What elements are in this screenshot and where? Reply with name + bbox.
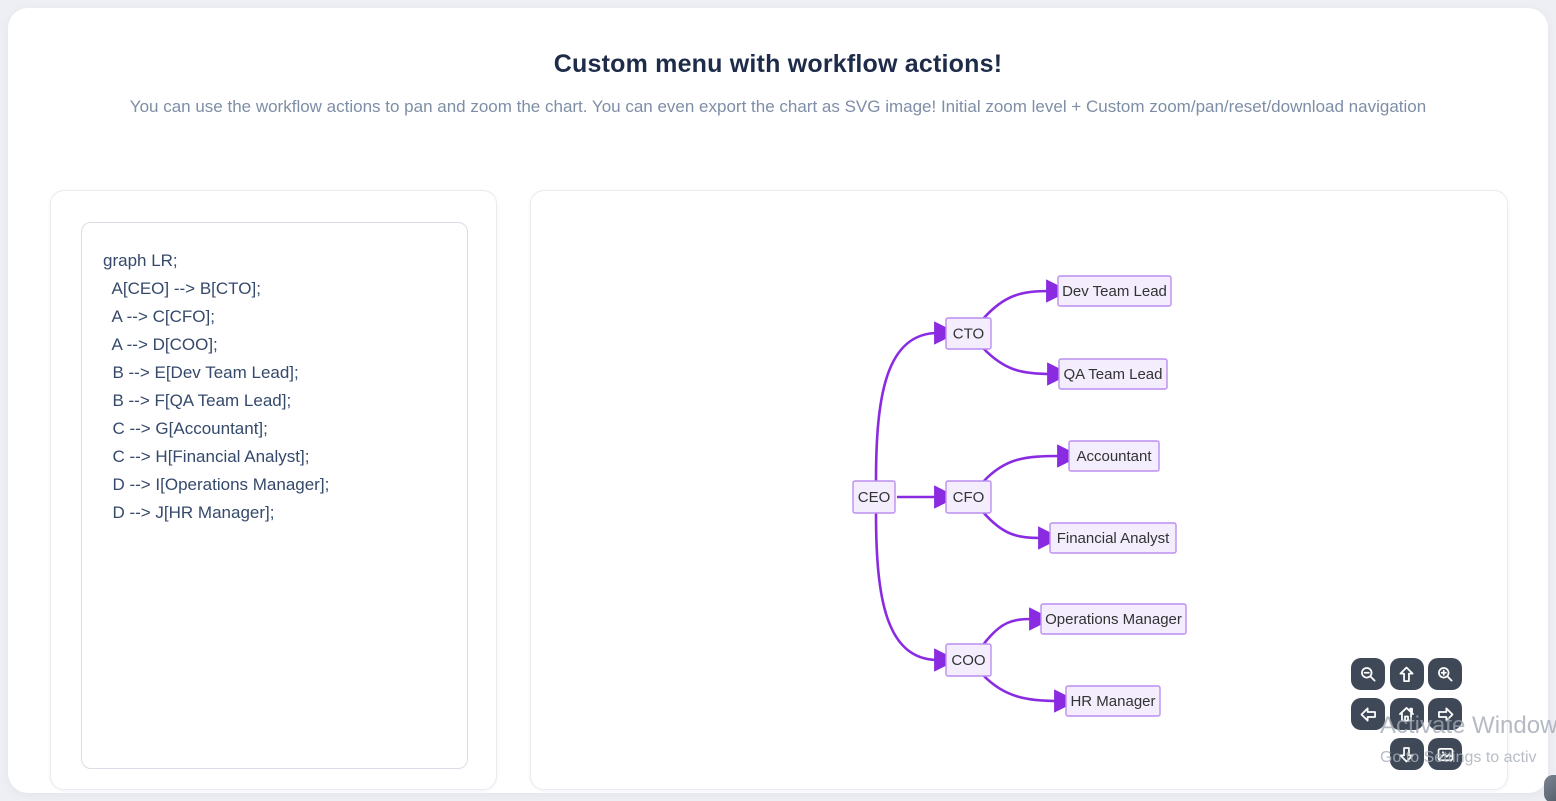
diagram-edge-c-h [982, 511, 1062, 550]
diagram-node-coo: COO [945, 643, 992, 677]
diagram-node-accountant: Accountant [1068, 440, 1160, 472]
page-title: Custom menu with workflow actions! [553, 50, 1003, 78]
pan-up-button[interactable] [1389, 658, 1424, 690]
magnifier-minus-icon [1360, 666, 1375, 681]
reset-home-button[interactable] [1389, 698, 1424, 730]
svg-text:CFO: CFO [953, 489, 985, 506]
diagram-node-cfo: CFO [945, 480, 992, 514]
diagram-edge-d-i [981, 607, 1053, 646]
svg-text:HR Manager: HR Manager [1070, 693, 1155, 710]
zoom-in-button[interactable] [1428, 658, 1462, 690]
svg-text:Financial Analyst: Financial Analyst [1057, 530, 1170, 547]
diagram-edge-a-b [874, 321, 958, 482]
arrow-up-icon [1399, 666, 1414, 682]
diagram-node-operations-manager: Operations Manager [1040, 603, 1187, 635]
svg-text:Accountant: Accountant [1076, 448, 1152, 465]
diagram-edge-c-g [982, 444, 1081, 483]
page-subtitle: You can use the workflow actions to pan … [129, 97, 1427, 116]
flowchart-canvas[interactable]: CEO CTO CFO COO Dev Team Lead QA Team LeadAcc… [531, 191, 1509, 791]
zoom-out-button[interactable] [1351, 658, 1385, 690]
magnifier-plus-icon [1437, 666, 1452, 681]
pan-right-button[interactable] [1428, 698, 1462, 730]
diagram-node-dev-team-lead: Dev Team Lead [1057, 275, 1172, 307]
home-icon [1399, 706, 1414, 721]
diagram-node-hr-manager: HR Manager [1065, 685, 1161, 717]
diagram-edge-a-d [874, 512, 958, 672]
mermaid-code: graph LR; A[CEO] --> B[CTO]; A --> C[CFO… [103, 251, 330, 522]
diagram-node-ceo: CEO [852, 480, 896, 514]
arrow-down-icon [1399, 746, 1414, 762]
svg-text:Dev Team Lead: Dev Team Lead [1062, 283, 1167, 300]
download-image-button[interactable] [1428, 738, 1462, 770]
svg-text:QA Team Lead: QA Team Lead [1064, 366, 1163, 383]
image-download-icon [1437, 747, 1453, 761]
mermaid-code-input[interactable]: graph LR; A[CEO] --> B[CTO]; A --> C[CFO… [81, 222, 468, 769]
diagram-edge-b-f [982, 347, 1071, 386]
diagram-edge-b-e [982, 279, 1070, 320]
main-card: Custom menu with workflow actions! You c… [8, 8, 1548, 793]
arrow-right-icon [1437, 707, 1453, 721]
svg-text:CTO: CTO [953, 326, 984, 343]
svg-text:Operations Manager: Operations Manager [1045, 611, 1182, 628]
diagram-edge-d-j [982, 674, 1078, 713]
diagram-node-cto: CTO [945, 317, 992, 350]
pan-down-button[interactable] [1389, 738, 1424, 770]
svg-text:CEO: CEO [858, 489, 891, 506]
corner-button-partial[interactable] [1544, 775, 1556, 801]
arrow-left-icon [1360, 707, 1376, 721]
diagram-node-financial-analyst: Financial Analyst [1049, 522, 1177, 554]
diagram-node-qa-team-lead: QA Team Lead [1058, 358, 1168, 390]
pan-left-button[interactable] [1351, 698, 1385, 730]
workflow-nav [531, 191, 1509, 791]
code-editor-panel: graph LR; A[CEO] --> B[CTO]; A --> C[CFO… [50, 190, 497, 790]
svg-text:COO: COO [951, 652, 985, 669]
